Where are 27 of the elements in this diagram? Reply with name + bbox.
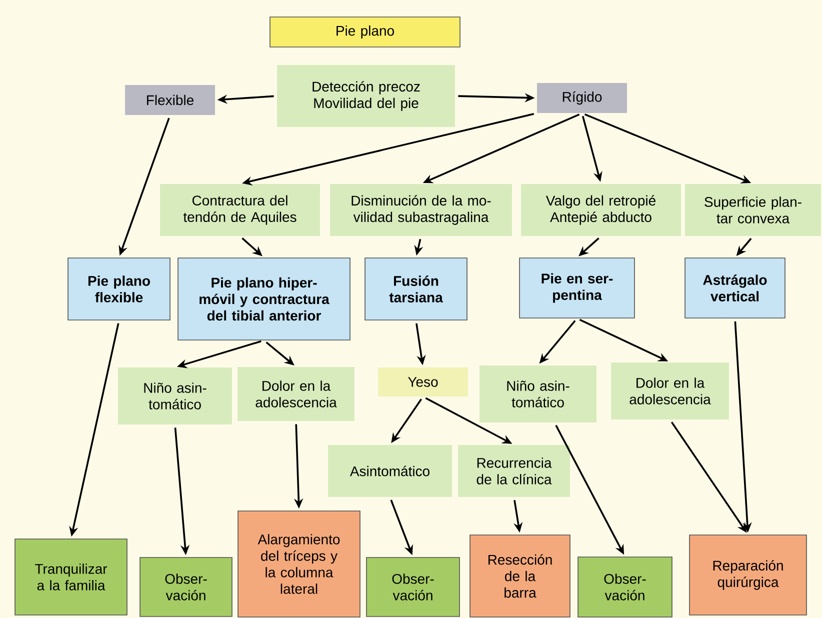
surgery-box: Reparación quirúrgica: [689, 534, 807, 616]
outcome-box: Tranquilizar a la familia: [14, 538, 128, 616]
surgery-box: Resección de la barra: [470, 534, 570, 618]
outcome-box: Obser- vación: [366, 557, 460, 617]
criterion-box: Recurrencia de la clínica: [458, 445, 570, 497]
criterion-box: Dolor en la adolescencia: [611, 362, 729, 420]
criterion-box: Asintomático: [328, 445, 452, 497]
criterion-box: Valgo del retropié Antepié abducto: [521, 184, 681, 236]
category-box: Flexible: [125, 85, 215, 115]
diagnosis-box: Fusión tarsiana: [364, 258, 468, 320]
surgery-box: Alargamiento del tríceps y la columna lateral: [238, 510, 360, 618]
outcome-box: Obser- vación: [578, 556, 672, 618]
diagnosis-box: Astrágalo vertical: [684, 258, 786, 318]
diagnosis-box: Pie en ser- pentina: [519, 258, 635, 318]
diagnosis-box: Pie plano hiper- móvil y contractura del tibial anterior: [178, 258, 350, 340]
criterion-box: Dolor en la adolescencia: [238, 367, 354, 421]
treatment-box: Yeso: [378, 368, 468, 396]
diagnosis-box: Pie plano flexible: [68, 258, 170, 320]
category-box: Rígido: [537, 83, 627, 113]
criterion-box: Contractura del tendón de Aquiles: [160, 184, 320, 236]
criterion-box: Disminución de la mo- vilidad subastragalina: [330, 184, 512, 236]
title-box: Pie plano: [270, 16, 460, 48]
outcome-box: Obser- vación: [140, 557, 232, 617]
criterion-box: Detección precoz Movilidad del pie: [277, 65, 455, 127]
criterion-box: Niño asin- tomático: [480, 366, 596, 422]
criterion-box: Superficie plan- tar convexa: [685, 184, 821, 236]
criterion-box: Niño asin- tomático: [118, 368, 232, 424]
